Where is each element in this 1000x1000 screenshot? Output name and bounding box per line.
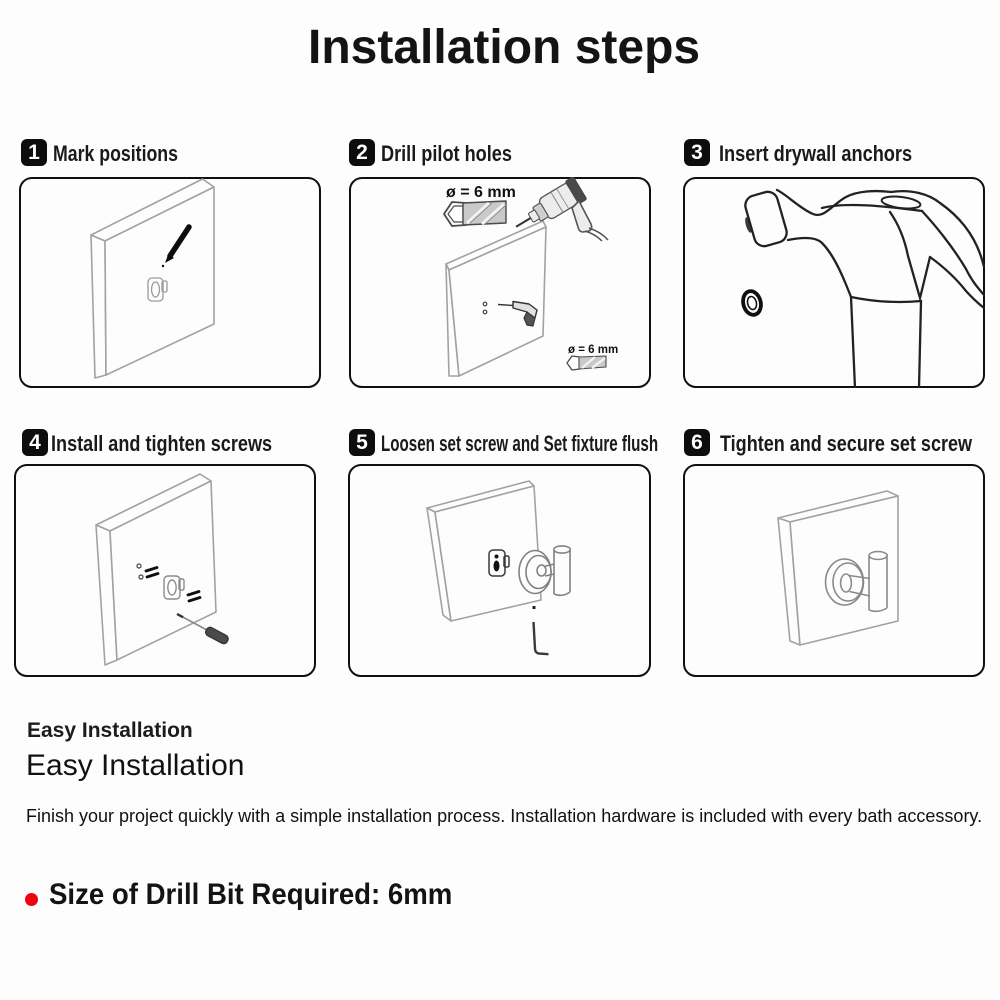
svg-text:ø = 6 mm: ø = 6 mm	[446, 184, 516, 201]
svg-text:ø = 6 mm: ø = 6 mm	[568, 344, 618, 356]
